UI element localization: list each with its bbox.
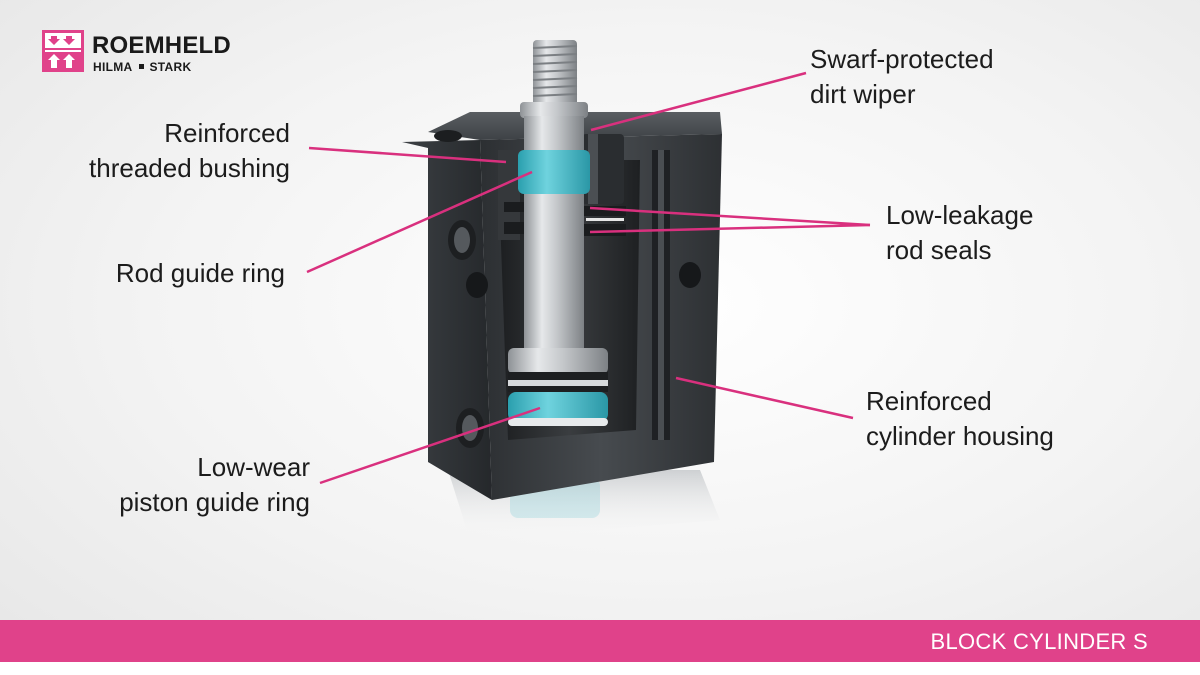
footer-bar: BLOCK CYLINDER S <box>0 620 1200 662</box>
leader-rod-seals-b <box>589 223 871 234</box>
roemheld-logo-icon <box>42 30 84 72</box>
bottom-strip <box>0 662 1200 675</box>
callout-housing-line2: cylinder housing <box>866 421 1054 451</box>
callout-piston-guide-line1: Low-wear <box>197 452 310 482</box>
callout-bushing: Reinforced threaded bushing <box>40 116 290 186</box>
callout-rod-seals-line2: rod seals <box>886 235 992 265</box>
callout-piston-guide: Low-wear piston guide ring <box>40 450 310 520</box>
callout-rod-guide: Rod guide ring <box>40 256 285 291</box>
callout-bushing-line1: Reinforced <box>164 118 290 148</box>
callout-housing: Reinforced cylinder housing <box>866 384 1054 454</box>
callout-bushing-line2: threaded bushing <box>89 153 290 183</box>
brand-subline: HILMA STARK <box>93 60 191 74</box>
brand-separator <box>138 64 144 70</box>
callout-dirt-wiper-line2: dirt wiper <box>810 79 916 109</box>
callout-dirt-wiper: Swarf-protected dirt wiper <box>810 42 994 112</box>
brand-sub-left: HILMA <box>93 60 133 74</box>
callout-rod-guide-line1: Rod guide ring <box>115 258 285 288</box>
callout-piston-guide-line2: piston guide ring <box>119 487 310 517</box>
roemheld-logo: ROEMHELD HILMA STARK <box>42 30 272 76</box>
product-title: BLOCK CYLINDER S <box>930 629 1148 654</box>
callout-housing-line1: Reinforced <box>866 386 992 416</box>
leader-housing <box>675 376 854 420</box>
callout-dirt-wiper-line1: Swarf-protected <box>810 44 994 74</box>
leader-bushing <box>308 146 507 164</box>
leader-piston-guide <box>319 406 541 485</box>
piston-guide-ring-part <box>508 392 608 426</box>
brand-sub-right: STARK <box>149 60 192 74</box>
callout-rod-seals: Low-leakage rod seals <box>886 198 1033 268</box>
leader-lines <box>306 71 871 485</box>
brand-name: ROEMHELD <box>92 32 231 59</box>
leader-rod-guide <box>306 170 533 274</box>
rod-guide-ring-part <box>518 150 590 194</box>
callout-rod-seals-line1: Low-leakage <box>886 200 1034 230</box>
threaded-bushing-part <box>498 134 624 240</box>
leader-dirt-wiper <box>590 71 807 132</box>
leader-rod-seals-a <box>589 206 871 227</box>
